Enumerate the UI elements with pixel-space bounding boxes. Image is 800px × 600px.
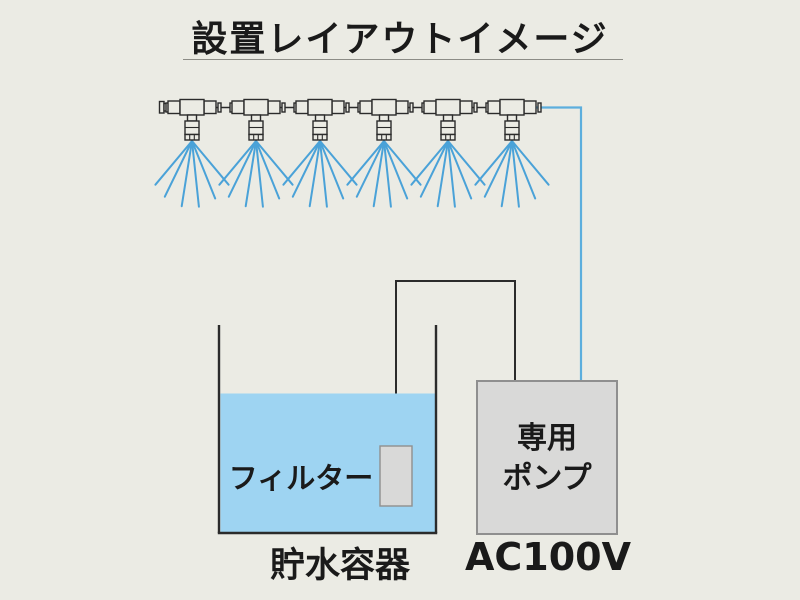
page-title: 設置レイアウトイメージ: [191, 19, 609, 60]
pump-box: [476, 380, 618, 535]
supply-tube-blue: [533, 106, 583, 380]
spray-fan-1: [154, 140, 230, 208]
spray-fan-5: [410, 140, 486, 208]
power-label: AC100V: [464, 535, 632, 579]
spray-fan-2: [218, 140, 294, 208]
spray-fan-6: [474, 140, 550, 208]
suction-tube: [395, 280, 516, 446]
tank-label: 貯水容器: [269, 546, 410, 586]
filter-block: [379, 445, 413, 507]
pump-label-line1: 専用: [517, 421, 577, 456]
pump-label: 専用 ポンプ: [477, 419, 617, 499]
nozzle-assembly-1: [165, 98, 222, 141]
nozzle-row: [154, 98, 550, 208]
nozzle-assembly-4: [357, 98, 414, 141]
nozzle-assembly-3: [293, 98, 350, 141]
nozzle-assembly-6: [485, 98, 542, 141]
spray-fan-4: [346, 140, 422, 208]
nozzle-assembly-2: [229, 98, 286, 141]
filter-label: フィルター: [228, 461, 374, 495]
nozzle-assembly-5: [421, 98, 478, 141]
spray-fan-3: [282, 140, 358, 208]
title-underline: [183, 59, 623, 60]
pump-label-line2: ポンプ: [502, 461, 592, 496]
